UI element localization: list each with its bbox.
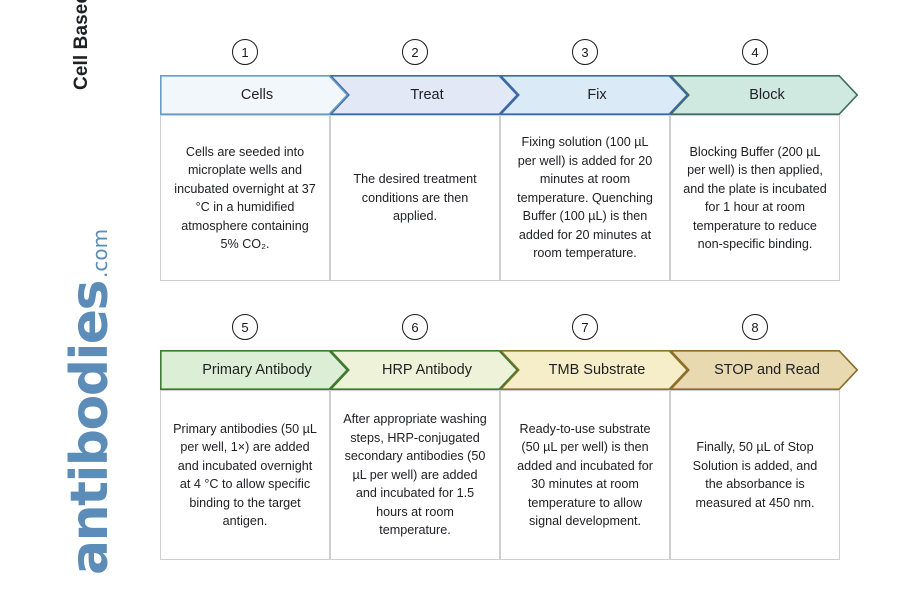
step-number-6: 6 (402, 314, 428, 340)
page-title-text: Cell Based ELISA Kits Quick Protocol (70, 0, 94, 90)
chevron-shape-icon (498, 75, 689, 115)
protocol-row-2: 5 6 7 8 Primary Antibody HRP Antibody TMB S… (160, 308, 859, 560)
step-header-7[interactable]: TMB Substrate (498, 350, 689, 390)
step-number-5: 5 (232, 314, 258, 340)
step-header-6[interactable]: HRP Antibody (328, 350, 519, 390)
step-header-2[interactable]: Treat (328, 75, 519, 115)
chevron-shape-icon (160, 75, 349, 115)
step-number-8: 8 (742, 314, 768, 340)
step-number-1: 1 (232, 39, 258, 65)
step-description-8: Finally, 50 µL of Stop Solution is added… (670, 390, 840, 560)
chevron-shape-icon (498, 350, 689, 390)
step-header-label: Treat (410, 87, 444, 103)
step-description-7: Ready-to-use substrate (50 µL per well) … (500, 390, 670, 560)
step-description-text: Finally, 50 µL of Stop Solution is added… (692, 440, 818, 510)
step-description-group-1: Cells are seeded into microplate wells a… (160, 115, 850, 281)
step-header-5[interactable]: Primary Antibody (160, 350, 349, 390)
step-number-7: 7 (572, 314, 598, 340)
step-description-group-2: Primary antibodies (50 µL per well, 1×) … (160, 390, 850, 560)
chevron-shape-icon (328, 75, 519, 115)
chevron-shape-icon (160, 350, 349, 390)
step-header-label: Primary Antibody (202, 362, 312, 378)
chevron-shape-icon (328, 350, 519, 390)
step-description-6: After appropriate washing steps, HRP-con… (330, 390, 500, 560)
step-description-3: Fixing solution (100 µL per well) is add… (500, 115, 670, 281)
protocol-row-1: 1 2 3 4 Cells Treat Fix Block Cells are see… (160, 33, 859, 281)
step-description-1: Cells are seeded into microplate wells a… (160, 115, 330, 281)
step-header-label: STOP and Read (714, 362, 820, 378)
step-header-label: Block (749, 87, 785, 103)
step-header-1[interactable]: Cells (160, 75, 349, 115)
step-number-group-2: 5 6 7 8 (160, 308, 850, 350)
step-header-label: TMB Substrate (548, 362, 646, 378)
step-number-2: 2 (402, 39, 428, 65)
chevron-shape-icon (668, 350, 859, 390)
step-description-text: Fixing solution (100 µL per well) is add… (517, 135, 653, 261)
step-bar-group-2: Primary Antibody HRP Antibody TMB Substr… (160, 350, 859, 390)
step-header-4[interactable]: Block (668, 75, 859, 115)
step-description-2: The desired treatment conditions are the… (330, 115, 500, 281)
step-number-3: 3 (572, 39, 598, 65)
step-description-5: Primary antibodies (50 µL per well, 1×) … (160, 390, 330, 560)
step-header-label: Fix (587, 87, 607, 103)
step-description-text: Cells are seeded into microplate wells a… (174, 144, 316, 252)
step-description-text: The desired treatment conditions are the… (353, 172, 477, 224)
step-header-3[interactable]: Fix (498, 75, 689, 115)
step-header-label: Cells (240, 87, 274, 103)
step-number-4: 4 (742, 39, 768, 65)
brand-logo-word: antibodies (60, 280, 120, 575)
step-description-text: Primary antibodies (50 µL per well, 1×) … (173, 421, 317, 529)
page-title: Cell Based ELISA Kits Quick Protocol (52, 0, 112, 90)
step-bar-group-1: Cells Treat Fix Block (160, 75, 859, 115)
step-description-text: Blocking Buffer (200 µL per well) is the… (683, 144, 827, 252)
step-description-text: After appropriate washing steps, HRP-con… (343, 412, 487, 538)
chevron-shape-icon (668, 75, 859, 115)
step-description-4: Blocking Buffer (200 µL per well) is the… (670, 115, 840, 281)
step-header-label: HRP Antibody (381, 362, 472, 378)
brand-logo: antibodies .com (60, 229, 130, 575)
step-description-text: Ready-to-use substrate (50 µL per well) … (517, 421, 653, 529)
step-number-group-1: 1 2 3 4 (160, 33, 850, 75)
step-header-8[interactable]: STOP and Read (668, 350, 859, 390)
brand-logo-tld: .com (88, 228, 112, 278)
